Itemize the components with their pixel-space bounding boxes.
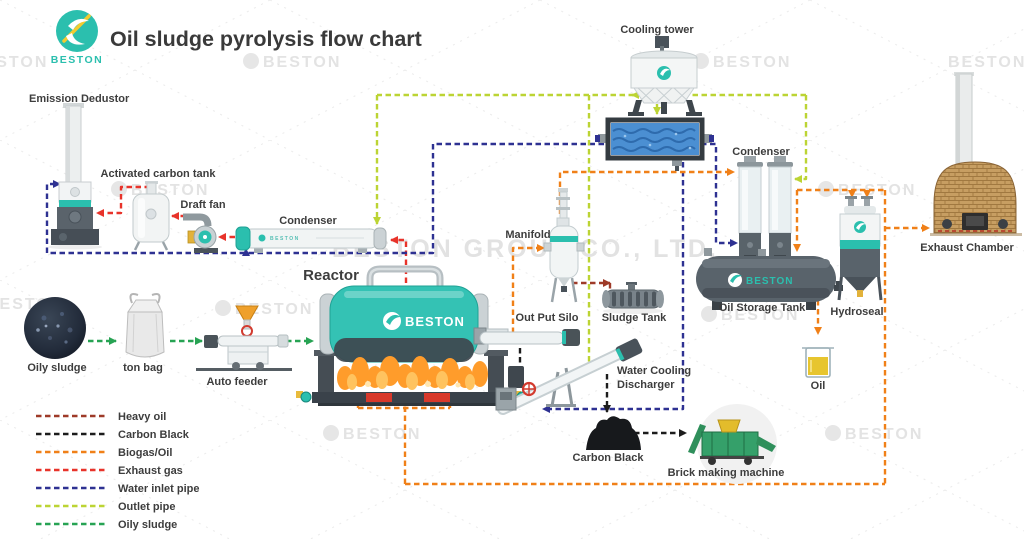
cooling-tower-graphic (628, 36, 702, 116)
beston-logo-circle-icon (56, 10, 98, 52)
watermark-logo-icon (243, 53, 259, 69)
legend-label: Outlet pipe (118, 501, 175, 513)
watermark-text: BESTON (0, 54, 48, 71)
brick-making-machine-graphic (688, 404, 777, 484)
beston-logo-text: BESTON (51, 54, 104, 66)
watermark-text: BESTON (343, 426, 421, 443)
legend-item: Oily sludge (36, 519, 177, 531)
label-sludge-tank: Sludge Tank (602, 312, 667, 324)
legend-item: Biogas/Oil (36, 447, 172, 459)
legend-label: Oily sludge (118, 519, 177, 531)
pipe-gas-reactor-to-manifold (511, 244, 545, 333)
legend-item: Carbon Black (36, 429, 190, 441)
label-oil: Oil (811, 380, 826, 392)
oil-storage-tank-graphic: BESTON (696, 248, 843, 310)
hydroseal-graphic (837, 196, 883, 301)
ton-bag-graphic (125, 293, 165, 358)
pipe-water-pool-to-right-condenser (701, 142, 738, 247)
legend-item: Exhaust gas (36, 465, 183, 477)
reactor-brand-text: BESTON (405, 314, 465, 329)
water-cooling-discharger-graphic (495, 338, 643, 415)
pipe-outlet-right-condenser (794, 95, 808, 183)
burner (424, 393, 450, 402)
watermark-logo-icon (111, 181, 127, 197)
watermark-text: BESTON (263, 54, 341, 71)
legend-label: Biogas/Oil (118, 447, 172, 459)
legend-label: Exhaust gas (118, 465, 183, 477)
label-hydroseal: Hydroseal (830, 306, 883, 318)
pipe-water-pool-to-dedustor (45, 142, 604, 255)
legend: Heavy oil Carbon Black Biogas/Oil Exhaus… (36, 411, 200, 531)
watermark-text: BESTON (721, 307, 799, 324)
label-cooling-tower: Cooling tower (620, 24, 694, 36)
legend-item: Water inlet pipe (36, 483, 200, 495)
watermark-text: BESTON (845, 426, 923, 443)
condenser-right-graphic (737, 156, 793, 259)
legend-item: Heavy oil (36, 411, 166, 423)
label-oil-storage-tank: Oil Storage Tank (719, 302, 806, 314)
label-oily-sludge: Oily sludge (27, 362, 86, 374)
label-brick-making-machine: Brick making machine (668, 467, 785, 479)
header: BESTON Oil sludge pyrolysis flow chart (51, 10, 422, 66)
legend-label: Carbon Black (118, 429, 190, 441)
label-condenser-right: Condenser (732, 146, 790, 158)
out-put-silo-graphic (473, 327, 580, 346)
watermark-text: BESTON (713, 54, 791, 71)
label-carbon-black: Carbon Black (573, 452, 645, 464)
oily-sludge-graphic (24, 297, 86, 359)
label-ton-bag: ton bag (123, 362, 163, 374)
beston-logo: BESTON (51, 10, 104, 66)
watermark-text: BESTON (838, 182, 916, 199)
label-reactor: Reactor (303, 267, 359, 284)
reactor-graphic: BESTON (296, 265, 528, 406)
legend-label: Water inlet pipe (118, 483, 200, 495)
legend-item: Outlet pipe (36, 501, 175, 513)
equipment-labels: Emission Dedustor Activated carbon tank … (27, 24, 1014, 479)
manifold-graphic (543, 188, 585, 303)
label-auto-feeder: Auto feeder (206, 376, 268, 388)
auto-feeder-graphic (196, 305, 292, 371)
furnace-flames (337, 356, 488, 390)
tank-brand-text: BESTON (746, 276, 794, 287)
label-manifold: Manifold (505, 229, 550, 241)
burner (366, 393, 392, 402)
watermark-logo-icon (323, 425, 339, 441)
watermark-logo-icon (215, 300, 231, 316)
legend-label: Heavy oil (118, 411, 166, 423)
condenser-tower (767, 156, 793, 259)
label-out-put-silo: Out Put Silo (516, 312, 579, 324)
carbon-black-pile-graphic (586, 416, 641, 450)
pipe-exhaust-tank-to-dedustor (96, 185, 150, 217)
emission-dedustor-graphic (48, 103, 102, 250)
draft-fan-graphic (183, 213, 218, 253)
page-title: Oil sludge pyrolysis flow chart (110, 27, 422, 51)
condenser-brand-text: BESTON (270, 236, 300, 242)
watermark-logo-icon (825, 425, 841, 441)
label-emission-dedustor: Emission Dedustor (29, 93, 130, 105)
condenser-tower (737, 156, 763, 259)
oil-beaker-graphic (802, 347, 834, 378)
label-water-cooling-discharger-2: Discharger (617, 379, 675, 391)
activated-carbon-tank-graphic (132, 181, 170, 251)
label-water-cooling-discharger-1: Water Cooling (617, 365, 691, 377)
watermark-text: BESTON (948, 54, 1024, 71)
label-exhaust-chamber: Exhaust Chamber (920, 242, 1014, 254)
pipe-water-pool-to-discharger (542, 162, 685, 413)
sludge-tank-graphic (602, 282, 664, 314)
flow-lines (45, 91, 930, 486)
cooling-pool-graphic (595, 117, 714, 171)
label-condenser-left: Condenser (279, 215, 337, 227)
label-activated-carbon-tank: Activated carbon tank (101, 168, 217, 180)
exhaust-chamber-graphic (930, 72, 1022, 236)
condenser-left-graphic: BESTON (235, 226, 387, 253)
label-draft-fan: Draft fan (180, 199, 226, 211)
